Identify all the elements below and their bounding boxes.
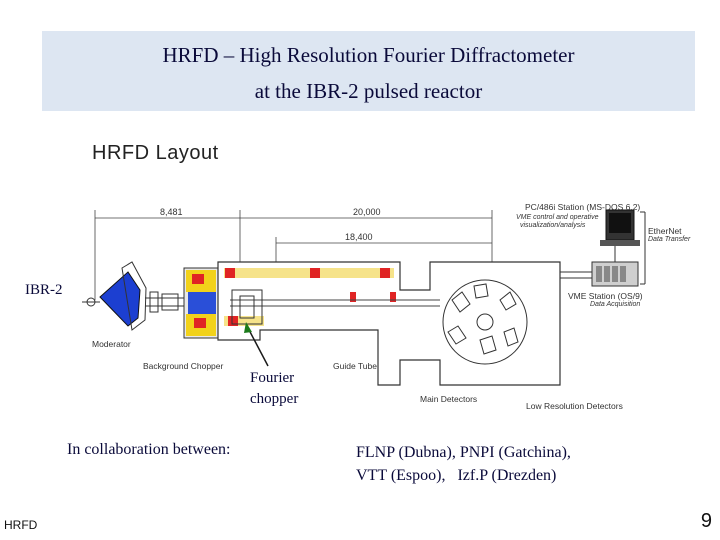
label-data-transfer: Data Transfer bbox=[648, 236, 691, 243]
figure-title: HRFD Layout bbox=[92, 142, 219, 164]
label-data-acquisition: Data Acquisition bbox=[590, 301, 641, 308]
label-background-chopper: Background Chopper bbox=[143, 361, 224, 371]
label-ethernet: EtherNet bbox=[648, 226, 682, 236]
main-detectors bbox=[442, 279, 528, 365]
guide-tube-shielding bbox=[217, 261, 561, 386]
moderator-shape bbox=[82, 261, 147, 331]
fourier-chopper-annotation: Fourier chopper bbox=[250, 368, 298, 410]
collaboration-label: In collaboration between: bbox=[67, 441, 231, 458]
dimension-d3: 18,400 bbox=[345, 232, 373, 242]
dimension-d2: 20,000 bbox=[353, 207, 381, 217]
ibr-annotation: IBR-2 bbox=[25, 282, 63, 298]
pc-station bbox=[600, 209, 640, 246]
cabling bbox=[560, 211, 646, 285]
label-vme-control-2: visualization/analysis bbox=[520, 222, 586, 229]
partners-line-1: FLNP (Dubna), PNPI (Gatchina), bbox=[356, 444, 571, 461]
label-guide-tube: Guide Tube bbox=[333, 361, 377, 371]
title-line-1: HRFD – High Resolution Fourier Diffracto… bbox=[162, 43, 575, 67]
label-vme-station: VME Station (OS/9) bbox=[568, 291, 643, 301]
dimension-d1: 8,481 bbox=[160, 207, 183, 217]
collaboration-partners: FLNP (Dubna), PNPI (Gatchina), VTT (Espo… bbox=[356, 441, 571, 487]
label-pc-station: PC/486i Station (MS-DOS 6.2) bbox=[525, 202, 641, 212]
title-banner: HRFD – High Resolution Fourier Diffracto… bbox=[42, 31, 695, 111]
vme-station bbox=[591, 261, 639, 287]
label-vme-control-1: VME control and operative bbox=[516, 214, 599, 221]
label-main-detectors: Main Detectors bbox=[420, 394, 478, 404]
background-chopper bbox=[183, 267, 219, 339]
label-low-res-detectors: Low Resolution Detectors bbox=[526, 401, 623, 411]
fourier-chopper-arrow bbox=[244, 322, 269, 367]
label-moderator: Moderator bbox=[92, 339, 131, 349]
title-line-2: at the IBR-2 pulsed reactor bbox=[254, 79, 483, 103]
page-number: 9 bbox=[700, 510, 712, 532]
fourier-line-2: chopper bbox=[250, 391, 299, 407]
partners-line-2: VTT (Espoo), Izf.P (Drezden) bbox=[356, 467, 557, 484]
footer-label: HRFD bbox=[4, 518, 38, 532]
fourier-line-1: Fourier bbox=[250, 370, 295, 386]
